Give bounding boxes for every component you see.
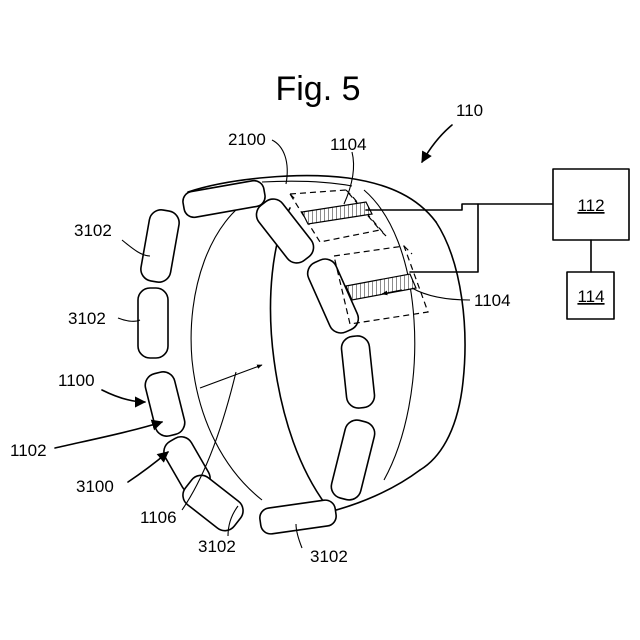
pad-top-1 [181,179,266,219]
pad-bottom-2 [259,499,338,535]
reference-labels: 110 2100 1104 1104 3102 3102 1100 1102 3… [10,101,511,566]
label-3102-a: 3102 [74,221,112,240]
pad-array [138,179,377,535]
label-114: 114 [577,287,604,306]
pad-right-4 [329,418,377,503]
wiring [366,204,591,272]
pad-left-3 [143,369,188,438]
component-box-114: 114 [567,272,614,319]
pad-right-1 [252,194,319,268]
figure-title: Fig. 5 [275,70,360,108]
axis-arrow [200,365,262,388]
label-3102-c: 3102 [198,537,236,556]
pad-left-1 [139,208,181,284]
label-1100: 1100 [58,371,95,390]
label-1104-mid: 1104 [474,291,511,310]
label-2100: 2100 [228,130,266,149]
pad-right-3 [340,335,375,410]
label-3100: 3100 [76,477,114,496]
pad-left-2 [138,288,168,358]
ring-body [188,176,465,516]
label-112: 112 [577,196,604,215]
label-1102: 1102 [10,441,47,460]
label-110: 110 [456,101,483,120]
label-1104-top: 1104 [330,135,367,154]
controller-box-112: 112 [553,169,629,240]
sensor-strip-lower [346,274,416,300]
label-3102-d: 3102 [310,547,348,566]
label-3102-b: 3102 [68,309,106,328]
label-1106: 1106 [140,508,177,527]
sensor-strip-upper [302,202,372,224]
